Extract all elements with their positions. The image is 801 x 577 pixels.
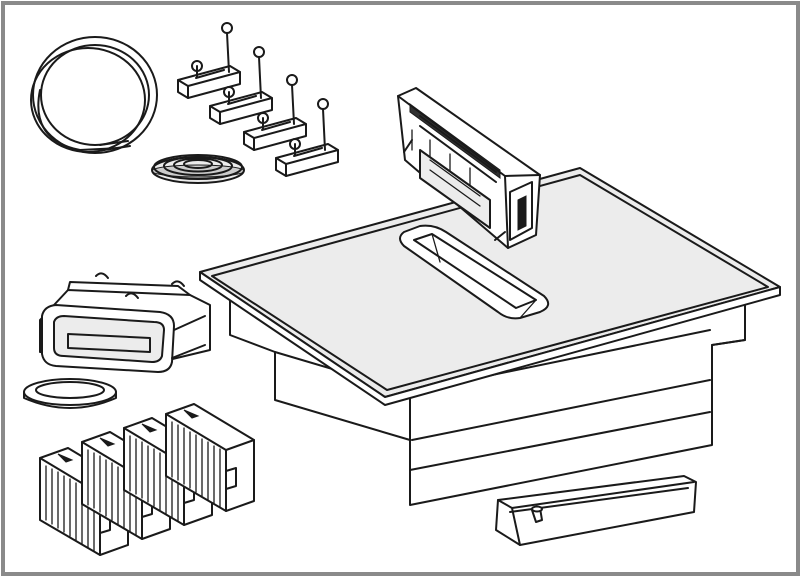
downdraft-opening	[399, 224, 550, 320]
overflow-tray	[495, 475, 697, 546]
power-cable	[30, 36, 158, 154]
mounting-bracket-1	[177, 22, 241, 99]
carbon-filters	[39, 403, 255, 556]
mounting-bracket-3	[243, 74, 307, 151]
carbon-filter-4	[165, 403, 255, 512]
sealing-ring	[23, 378, 117, 409]
mounting-bracket-4	[275, 98, 339, 177]
grease-filter-unit	[397, 87, 541, 249]
cooktop-unit	[199, 167, 781, 506]
mounting-brackets	[177, 22, 339, 177]
duct-connector	[39, 272, 211, 373]
mounting-bracket-2	[209, 46, 273, 125]
sealing-tape-roll	[151, 154, 245, 184]
